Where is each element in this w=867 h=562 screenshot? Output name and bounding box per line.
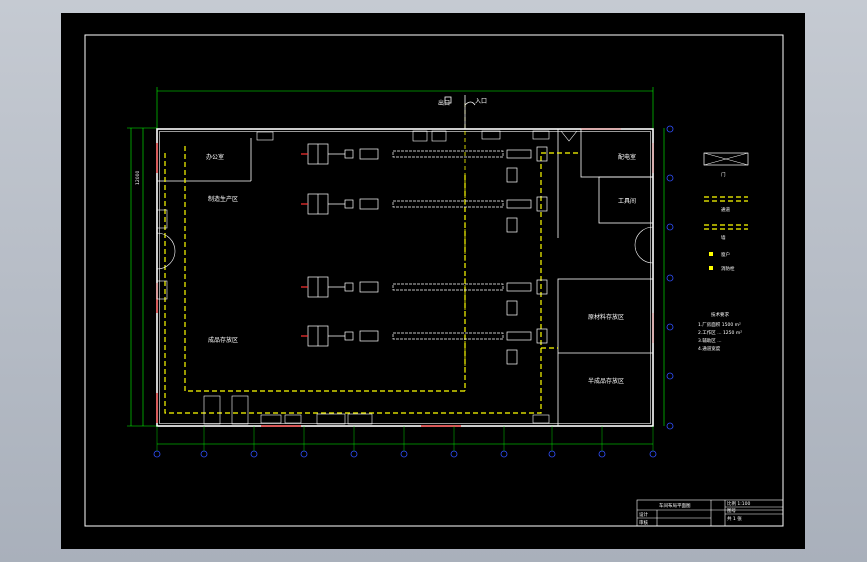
- axis-lines: [156, 426, 654, 451]
- legend-hydrant-symbol: [709, 266, 713, 270]
- legend-label-4: 窗户: [721, 251, 730, 258]
- room-right1-label: 配电室: [618, 153, 636, 161]
- entrance-marker: [444, 95, 476, 129]
- right-rooms: [557, 128, 654, 427]
- dimension-lines: [127, 87, 665, 445]
- title-block-right1: 比例 1:100: [727, 500, 751, 507]
- legend-label-1: 门: [721, 171, 726, 178]
- wall-equipment: [156, 130, 550, 425]
- building-walls: [156, 128, 654, 427]
- machine-markers: [301, 153, 308, 337]
- zone-main-label: 制造生产区: [208, 195, 238, 203]
- title-block-row3: 审核: [639, 519, 648, 526]
- legend-label-3: 墙: [721, 234, 726, 241]
- room-right2-label: 工具间: [618, 197, 636, 205]
- floor-plan-drawing: 办公室 配电室 工具间 原材料存放区 半成品存放区 出口 入口: [84, 34, 784, 527]
- notes-line-4: 4.通道宽度: [698, 345, 721, 352]
- title-block-right2: 图号: [727, 508, 736, 514]
- office-label: 办公室: [206, 153, 224, 161]
- production-line-2: [307, 193, 548, 233]
- wall-accents: [156, 128, 654, 427]
- notes-title: 技术要求: [711, 311, 729, 318]
- drawing-border-outer: [84, 34, 784, 527]
- entrance-label: 出口: [438, 99, 450, 107]
- zone-storage-label: 成品存放区: [208, 336, 238, 344]
- notes-line-2: 2.工作区 ... 1250 m²: [698, 329, 742, 336]
- dim-left-label: 12000: [135, 171, 141, 185]
- legend-window-symbol: [709, 252, 713, 256]
- production-line-4: [307, 325, 548, 365]
- dashed-zone-lines: [164, 146, 581, 414]
- title-block-right3: 共 1 张: [727, 515, 742, 522]
- doors: [156, 130, 654, 270]
- office-room: [157, 138, 252, 182]
- legend: 门 通道 墙 窗户 消防栓 技术要求 1.厂房面积 1500 m² 2.工作区 …: [698, 152, 749, 352]
- zone-raw-label: 原材料存放区: [588, 313, 624, 321]
- legend-label-5: 消防栓: [721, 265, 735, 272]
- notes-line-1: 1.厂房面积 1500 m²: [698, 321, 741, 328]
- notes-line-3: 3.辅助区 ...: [698, 337, 722, 344]
- title-block: [636, 499, 784, 527]
- zone-semi-label: 半成品存放区: [588, 377, 624, 385]
- production-line-1: [307, 143, 548, 183]
- legend-label-2: 通道: [721, 206, 730, 213]
- title-block-title: 车间布局平面图: [659, 502, 691, 509]
- production-line-3: [307, 276, 548, 316]
- drawing-sheet: 办公室 配电室 工具间 原材料存放区 半成品存放区 出口 入口: [61, 13, 805, 549]
- title-block-row2: 设计: [639, 511, 648, 518]
- entrance2-label: 入口: [475, 98, 487, 105]
- legend-door-symbol: [703, 152, 749, 166]
